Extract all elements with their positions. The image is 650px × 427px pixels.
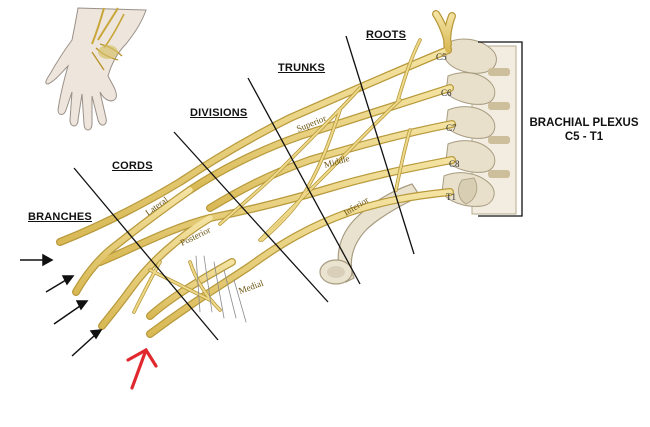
section-label-trunks: TRUNKS bbox=[278, 62, 326, 74]
divider-cords-branches bbox=[73, 167, 219, 341]
spine-vertebrae-icon bbox=[441, 38, 517, 215]
hand-illustration-icon bbox=[45, 7, 147, 131]
vertebra-label-c7: C7 bbox=[446, 123, 457, 133]
divider-divisions-cords bbox=[173, 131, 329, 303]
arrow-icon bbox=[20, 253, 54, 267]
section-label-roots: ROOTS bbox=[366, 29, 407, 41]
diagram-title: BRACHIAL PLEXUS C5 - T1 bbox=[526, 116, 642, 144]
title-line-1: BRACHIAL PLEXUS bbox=[529, 117, 639, 129]
plexus-bracket bbox=[478, 41, 523, 217]
section-label-divisions: DIVISIONS bbox=[190, 107, 248, 119]
red-arrow-icon bbox=[126, 347, 158, 390]
section-label-cords: CORDS bbox=[112, 160, 153, 172]
vertebra-label-t1: T1 bbox=[446, 192, 456, 202]
vertebra-label-c8: C8 bbox=[449, 159, 460, 169]
arrow-icon bbox=[71, 329, 103, 357]
divider-trunks-divisions bbox=[247, 77, 361, 285]
cord-label-medial: Medial bbox=[237, 278, 265, 296]
arrow-icon bbox=[53, 300, 89, 325]
pointer-arrows bbox=[20, 253, 103, 357]
section-divider-lines bbox=[73, 35, 415, 341]
vertebra-label-c6: C6 bbox=[441, 88, 452, 98]
section-label-branches: BRANCHES bbox=[28, 211, 92, 223]
divider-roots-trunks bbox=[345, 35, 415, 255]
nerve-bundle bbox=[56, 10, 456, 338]
arrow-icon bbox=[45, 275, 75, 293]
title-line-2: C5 - T1 bbox=[564, 131, 604, 143]
vertebra-label-c5: C5 bbox=[436, 52, 447, 62]
